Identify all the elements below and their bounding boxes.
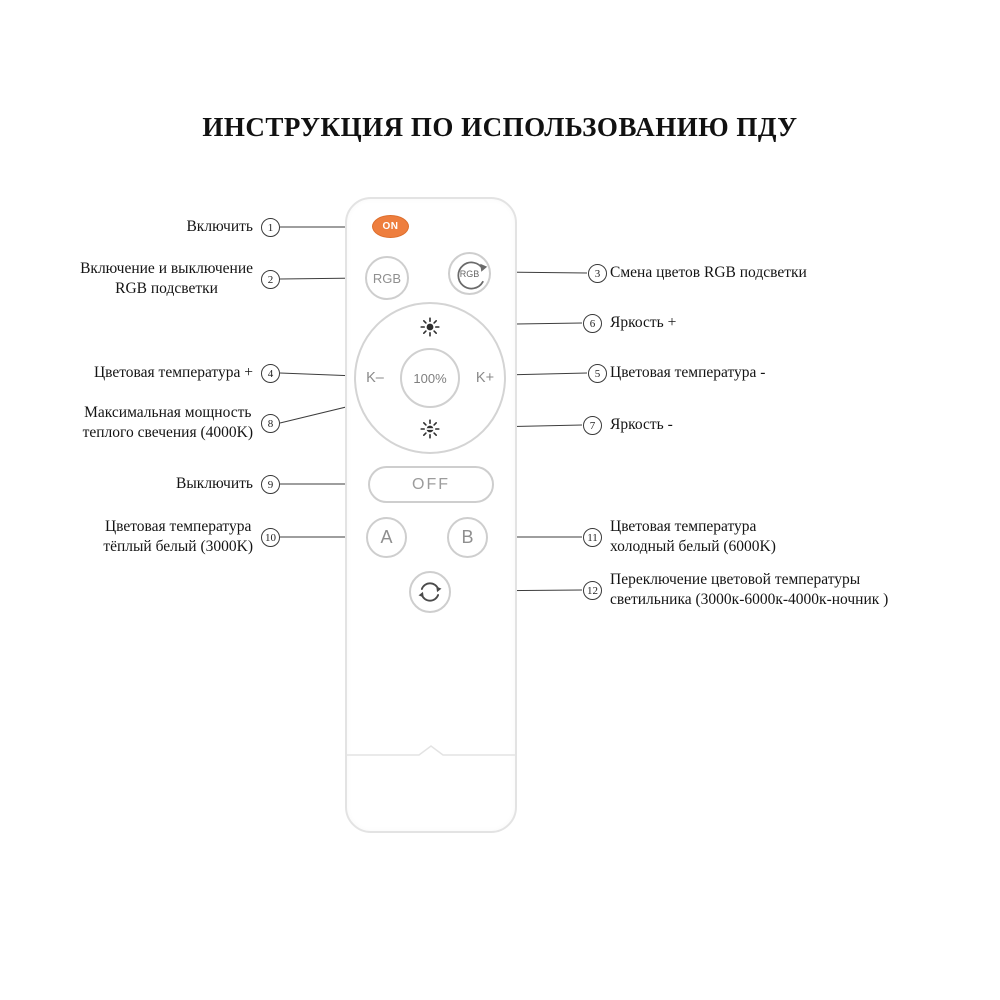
off-button: OFF [368, 466, 494, 503]
label-line: Выключить [176, 475, 253, 492]
label-line: Цветовая температура [104, 518, 252, 535]
label-line: светильника (3000к-6000к-4000к-ночник ) [610, 591, 889, 608]
rgb-button: RGB [365, 256, 409, 300]
label-line: тёплый белый (3000K) [103, 538, 253, 555]
label-line: Цветовая температура [610, 518, 757, 535]
rgb-cycle-button: RGB [448, 252, 491, 295]
label-line: Включение и выключение [80, 260, 253, 277]
callout-number-4: 4 [261, 364, 280, 383]
callout-label-color-temp-minus: Цветовая температура - [610, 363, 765, 383]
callout-label-brightness-plus: Яркость + [610, 313, 676, 333]
label-line: теплого свечения (4000K) [82, 424, 253, 441]
callout-number-11: 11 [583, 528, 602, 547]
b-button: B [447, 517, 488, 558]
dial-center-button: 100% [400, 348, 460, 408]
color-temp-minus-key: K– [366, 370, 384, 386]
label-line: Переключение цветовой температуры [610, 571, 861, 588]
label-line: Смена цветов RGB подсветки [610, 264, 807, 281]
callout-label-power-on: Включить [186, 217, 253, 237]
label-line: холодный белый (6000K) [610, 538, 776, 555]
callout-number-10: 10 [261, 528, 280, 547]
callout-number-8: 8 [261, 414, 280, 433]
callout-number-9: 9 [261, 475, 280, 494]
battery-cover-seam [347, 745, 515, 756]
callout-label-max-warm-power: Максимальная мощность теплого свечения (… [83, 403, 253, 443]
label-line: RGB подсветки [115, 280, 218, 297]
label-line: Яркость - [610, 416, 673, 433]
circular-arrow-icon [457, 261, 488, 290]
callout-number-12: 12 [583, 581, 602, 600]
color-cycle-button [409, 571, 451, 613]
callout-label-power-off: Выключить [176, 474, 253, 494]
label-line: Яркость + [610, 314, 677, 331]
callout-number-6: 6 [583, 314, 602, 333]
brightness-minus-icon [420, 419, 440, 439]
label-line: Цветовая температура - [610, 364, 766, 381]
on-button: ON [372, 215, 409, 238]
callout-label-rgb-color-change: Смена цветов RGB подсветки [610, 263, 807, 283]
callout-label-color-temp-plus: Цветовая температура + [94, 363, 253, 383]
label-line: Максимальная мощность [84, 404, 252, 421]
label-line: Включить [186, 218, 253, 235]
a-button: A [366, 517, 407, 558]
callout-number-5: 5 [588, 364, 607, 383]
callout-label-rgb-toggle: Включение и выключение RGB подсветки [80, 259, 253, 299]
callout-number-2: 2 [261, 270, 280, 289]
callout-label-temp-cycle: Переключение цветовой температуры светил… [610, 570, 888, 610]
cycle-arrows-icon [418, 582, 442, 602]
brightness-plus-icon [420, 317, 440, 337]
callout-label-warm-white: Цветовая температура тёплый белый (3000K… [103, 517, 253, 557]
callout-number-3: 3 [588, 264, 607, 283]
callout-label-brightness-minus: Яркость - [610, 415, 673, 435]
callout-number-1: 1 [261, 218, 280, 237]
callout-label-cold-white: Цветовая температура холодный белый (600… [610, 517, 776, 557]
callout-number-7: 7 [583, 416, 602, 435]
color-temp-plus-key: K+ [475, 370, 495, 386]
rgb-cycle-label: RGB [459, 268, 480, 279]
label-line: Цветовая температура + [93, 364, 253, 381]
page-title: ИНСТРУКЦИЯ ПО ИСПОЛЬЗОВАНИЮ ПДУ [202, 112, 798, 142]
